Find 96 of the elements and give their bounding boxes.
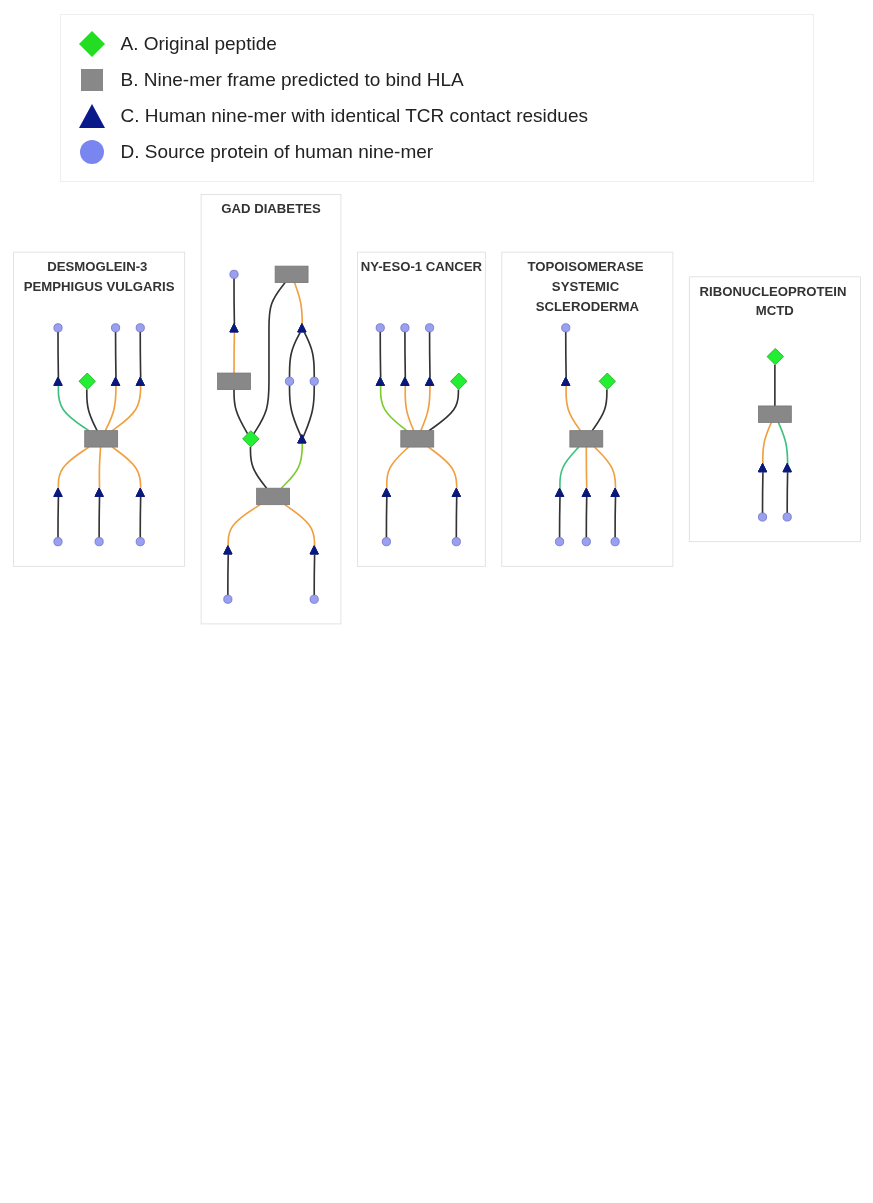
node-box <box>399 430 434 448</box>
node-circle <box>135 537 145 547</box>
connector <box>564 331 567 379</box>
node-circle <box>110 323 120 333</box>
connector <box>303 331 315 378</box>
connector <box>558 446 579 490</box>
connector <box>280 442 303 490</box>
connector <box>419 385 431 432</box>
node-circle <box>381 537 391 547</box>
connector <box>455 496 458 539</box>
connector <box>312 553 315 596</box>
node-box <box>274 265 308 283</box>
node-circle <box>782 512 792 522</box>
connector <box>232 277 235 325</box>
node-circle <box>451 537 461 547</box>
connector <box>428 331 431 379</box>
connector <box>252 281 286 435</box>
node-circle <box>135 323 145 333</box>
cluster: DESMOGLEIN-3 PEMPHIGUS VULGARIS <box>12 251 185 567</box>
connector <box>761 471 764 514</box>
connector <box>593 446 616 490</box>
connector <box>57 385 90 432</box>
connector <box>761 421 772 465</box>
node-box <box>255 487 290 506</box>
connector <box>232 331 235 374</box>
connector <box>590 388 608 432</box>
connector <box>288 331 301 378</box>
node-circle <box>309 376 319 386</box>
cluster: RIBONUCLEOPROTEIN MCTD <box>688 276 861 543</box>
connector <box>138 496 141 539</box>
connector <box>288 384 302 438</box>
node-circle <box>560 323 570 333</box>
connector <box>585 446 588 490</box>
node-circle <box>757 512 767 522</box>
connector <box>138 331 141 379</box>
connector <box>403 385 415 432</box>
node-diamond <box>598 372 616 390</box>
connector <box>379 385 407 432</box>
connector <box>427 446 458 490</box>
connector <box>111 385 141 432</box>
connector <box>97 496 100 539</box>
connector <box>613 496 616 539</box>
node-circle <box>581 537 591 547</box>
connector <box>777 421 788 465</box>
node-circle <box>309 594 319 604</box>
connector <box>226 553 229 596</box>
node-box <box>757 405 792 423</box>
node-diamond <box>241 430 259 448</box>
node-box <box>216 372 251 390</box>
connector <box>98 446 101 490</box>
legend-text: A. Original peptide <box>120 33 277 55</box>
connector <box>385 446 409 490</box>
node-circle <box>222 594 232 604</box>
connector <box>385 496 388 539</box>
legend-text: B. Nine-mer frame predicted to bind HLA <box>120 69 464 91</box>
connector <box>293 281 303 325</box>
node-circle <box>610 537 620 547</box>
connector <box>427 388 459 432</box>
connector <box>403 331 406 379</box>
connector <box>56 331 59 379</box>
node-box <box>83 430 118 448</box>
connector <box>85 388 98 432</box>
node-diamond <box>449 372 467 390</box>
connector <box>283 503 315 547</box>
node-box <box>568 430 603 448</box>
node-circle <box>375 323 385 333</box>
connector <box>785 471 788 514</box>
node-circle <box>229 269 239 279</box>
node-circle <box>53 537 63 547</box>
cluster: GAD DIABETES <box>200 194 341 625</box>
connector <box>249 446 267 490</box>
cluster: NY-ESO-1 CANCER <box>356 251 486 567</box>
connector <box>585 496 588 539</box>
node-diamond <box>78 372 96 390</box>
connector <box>226 503 261 547</box>
connector <box>56 496 59 539</box>
node-circle <box>424 323 434 333</box>
connector <box>111 446 141 490</box>
connector <box>564 385 581 432</box>
connector <box>232 388 248 435</box>
connector <box>301 384 315 438</box>
connector <box>114 331 117 379</box>
connector <box>104 385 117 432</box>
node-circle <box>284 376 294 386</box>
node-circle <box>399 323 409 333</box>
node-circle <box>94 537 104 547</box>
node-circle <box>53 323 63 333</box>
cluster: TOPOISOMERASE SYSTEMIC SCLERODERMA <box>500 251 673 567</box>
connector <box>773 364 776 407</box>
connector <box>558 496 561 539</box>
legend-text: C. Human nine-mer with identical TCR contact residues <box>120 105 588 127</box>
legend-text: D. Source protein of human nine-mer <box>120 141 434 163</box>
node-circle <box>554 537 564 547</box>
connector <box>378 331 381 379</box>
connector <box>57 446 90 490</box>
node-diamond <box>766 347 784 366</box>
